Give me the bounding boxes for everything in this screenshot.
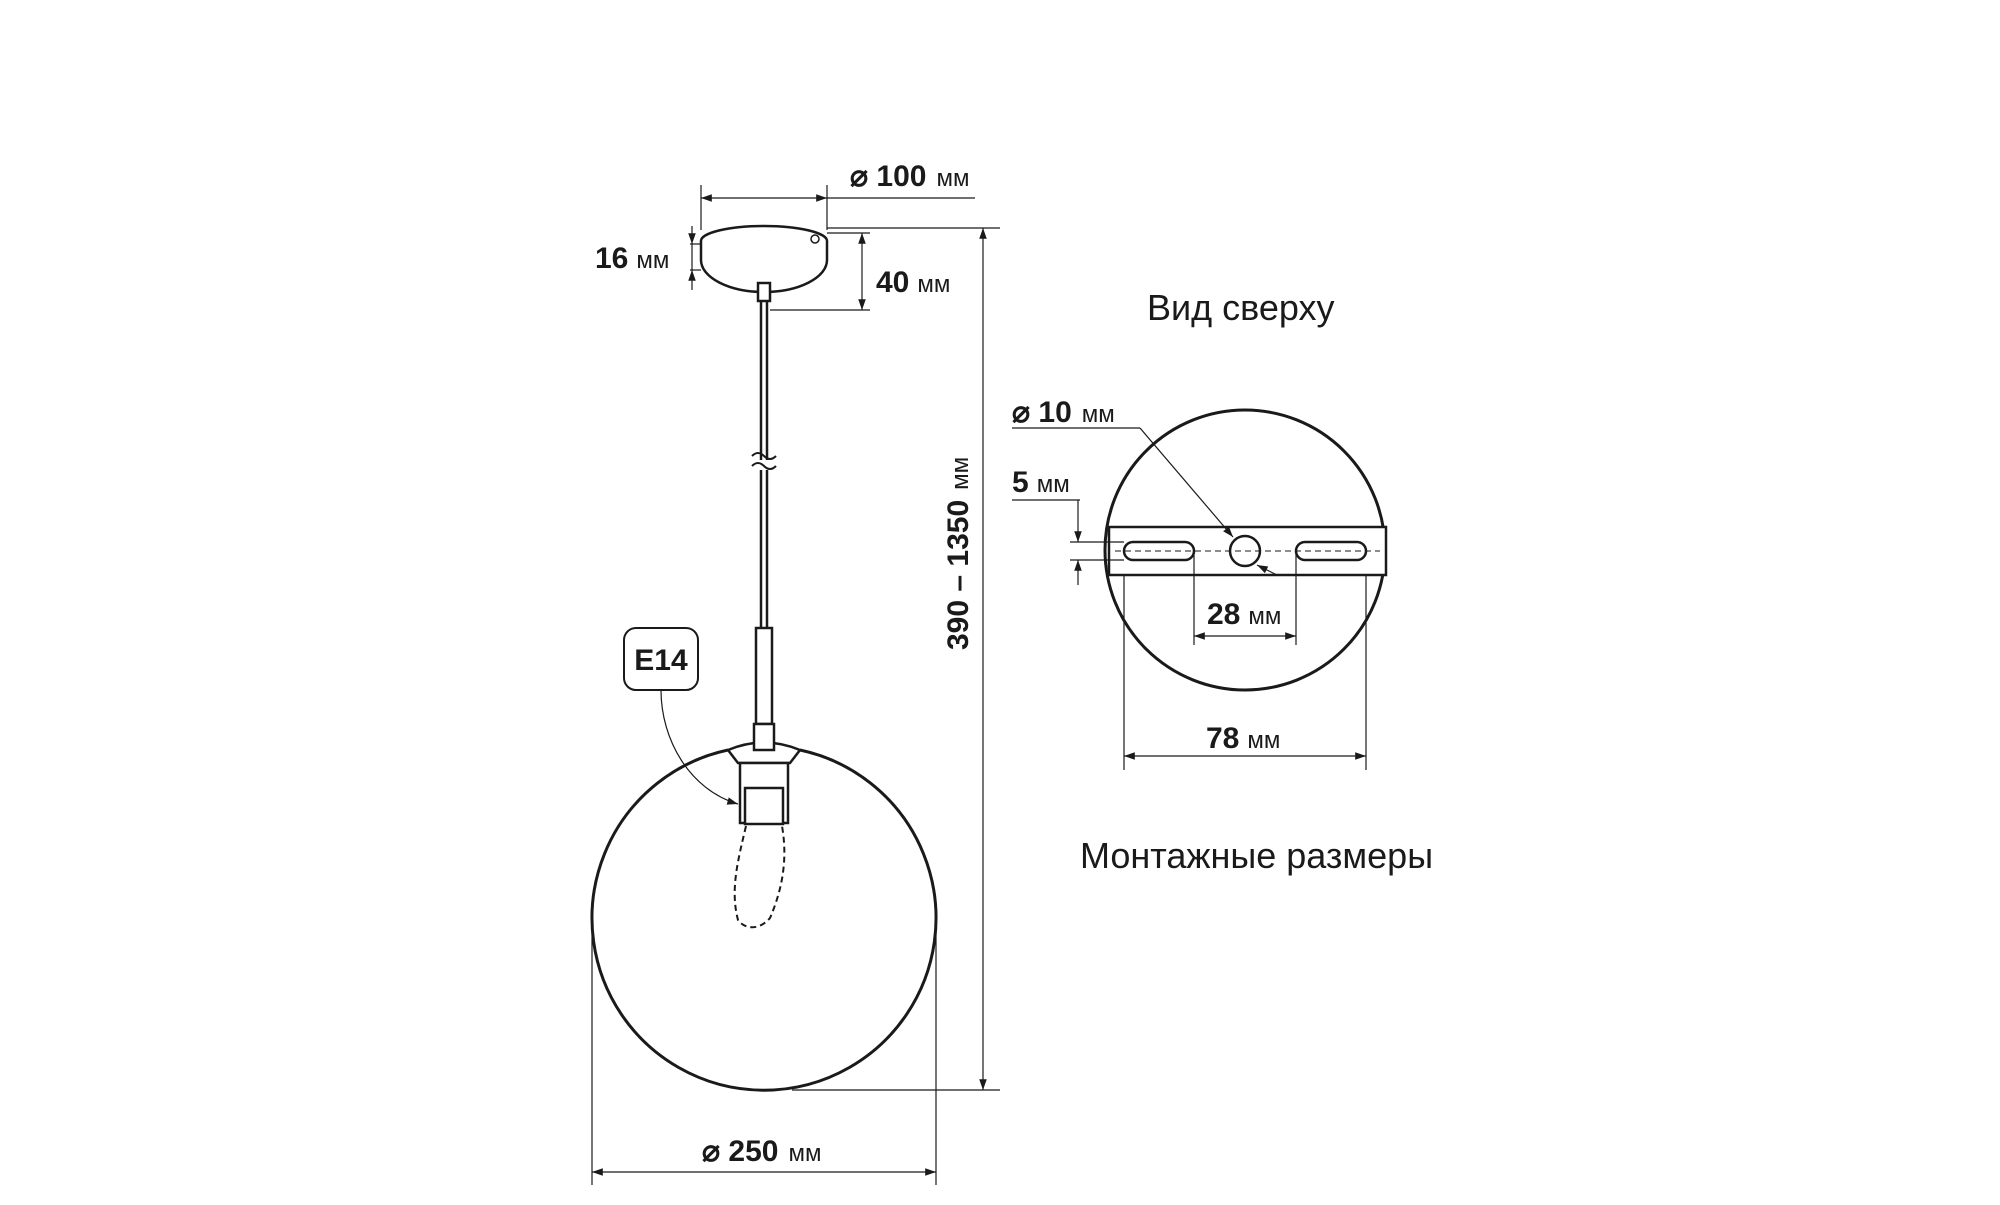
dim-bracket-length <box>1123 575 1367 770</box>
dim-total-height <box>792 227 1000 1091</box>
canopy-thickness-label: 16 мм <box>595 242 669 275</box>
canopy-height-label: 40 мм <box>876 266 950 299</box>
top-view-title: Вид сверху <box>1147 287 1335 328</box>
slot-width-label: 5 мм <box>1012 466 1070 499</box>
slot-spacing-label: 28 мм <box>1207 598 1281 631</box>
candle-bulb <box>733 825 786 929</box>
bracket-length-label: 78 мм <box>1206 722 1280 755</box>
dim-shade-diameter <box>591 920 937 1185</box>
top-view: Вид сверху ⌀ 10 мм 5 <box>1012 287 1433 876</box>
socket-label: E14 <box>634 644 688 677</box>
socket-callout: E14 <box>623 627 739 805</box>
total-height-label: 390 – 1350 мм <box>942 457 975 650</box>
dim-hole-diameter <box>1012 427 1278 576</box>
mounting-bracket <box>1107 525 1388 577</box>
dim-slot-spacing <box>1193 551 1297 645</box>
hole-diameter-label: ⌀ 10 мм <box>1012 396 1115 429</box>
ceiling-canopy <box>699 224 829 303</box>
dim-canopy-thickness <box>688 226 701 290</box>
glass-shade <box>590 748 938 1092</box>
dim-canopy-height <box>770 232 870 311</box>
dim-slot-width <box>1012 499 1124 585</box>
canopy-diameter-label: ⌀ 100 мм <box>850 160 969 193</box>
lamp-socket <box>726 722 802 826</box>
mounting-caption: Монтажные размеры <box>1080 835 1433 876</box>
dim-canopy-diameter <box>700 185 975 230</box>
shade-diameter-label: ⌀ 250 мм <box>702 1135 821 1168</box>
side-view: ⌀ 100 мм 16 мм 40 мм <box>590 160 1000 1185</box>
suspension-cord <box>751 301 777 726</box>
